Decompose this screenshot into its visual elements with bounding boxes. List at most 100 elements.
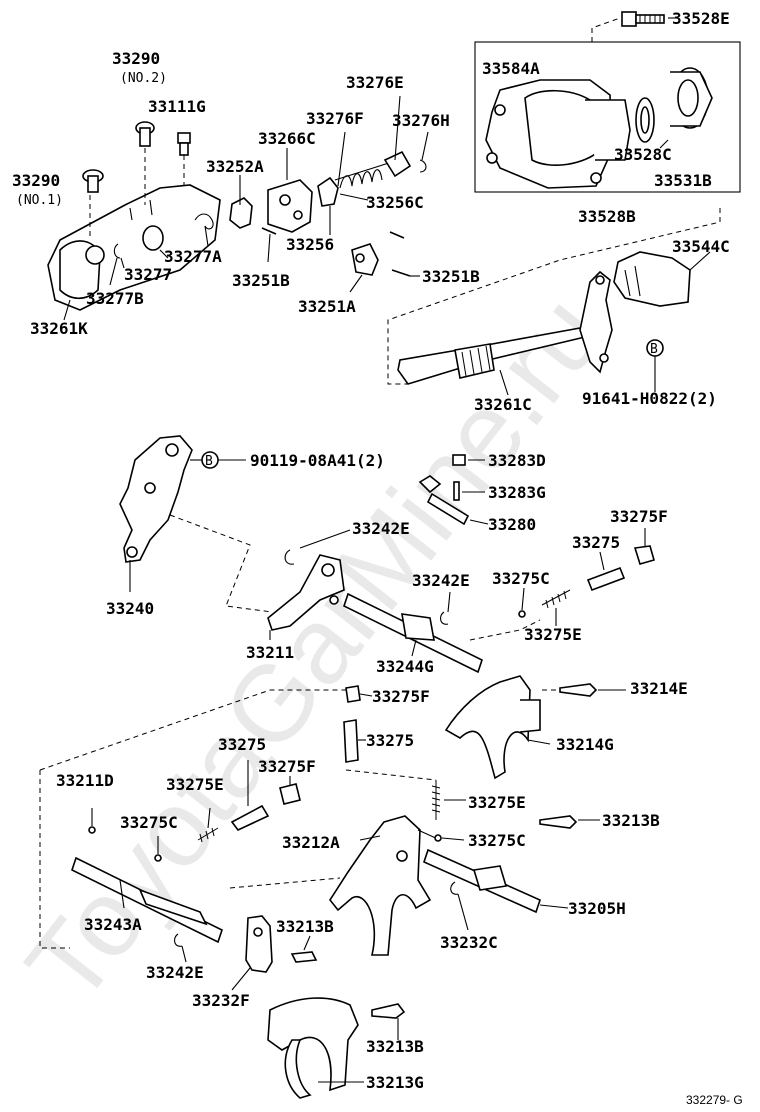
shift-head-33232f: [231, 915, 318, 991]
pin-33275-1: [586, 566, 626, 592]
label-33544c: 33544C: [672, 237, 730, 256]
lever-33251a: [351, 243, 379, 276]
bolt-33290-no2: [135, 121, 155, 147]
bolt-33528e: [621, 11, 665, 27]
label-33213b-2: 33213B: [276, 917, 334, 936]
cap-33276e: [383, 150, 412, 178]
bolt-33280: [426, 492, 470, 526]
label-33290-no2: 33290: [112, 49, 160, 68]
label-33275e-2: 33275E: [166, 775, 224, 794]
label-33277a: 33277A: [164, 247, 222, 266]
label-90119-08a41: 90119-08A41(2): [250, 451, 385, 470]
bracket-lever-33240: B: [119, 435, 273, 613]
shift-part-33256: [317, 176, 339, 207]
block-33252a: [229, 197, 253, 229]
figure-id: 332279- G: [686, 1093, 743, 1107]
fork-shaft-33243a: [39, 689, 350, 963]
bolt-hole: [494, 104, 506, 116]
pin-33275-2: [343, 719, 359, 763]
label-33276h: 33276H: [392, 111, 450, 130]
label-33275f-1: 33275F: [610, 507, 668, 526]
label-33211d: 33211D: [56, 771, 114, 790]
plug-33275f-3: [279, 783, 301, 805]
label-33214g: 33214G: [556, 735, 614, 754]
bolt-33214e: [559, 683, 598, 697]
label-33280: 33280: [488, 515, 536, 534]
label-33266c: 33266C: [258, 129, 316, 148]
label-33244g: 33244G: [376, 657, 434, 676]
ball-33275c-3: [434, 834, 442, 842]
label-33276f: 33276F: [306, 109, 364, 128]
label-33211: 33211: [246, 643, 294, 662]
label-33232f: 33232F: [192, 991, 250, 1010]
pin-33251b-2: [391, 269, 411, 277]
plug-33111g: [177, 132, 191, 156]
bolt-hole: [486, 152, 498, 164]
pin-33275-3: [230, 804, 270, 831]
bolt-33213b-2: [290, 951, 318, 963]
ball-33211d: [88, 826, 96, 834]
spring-33277a: [194, 213, 214, 230]
label-33275-3: 33275: [218, 735, 266, 754]
label-33256: 33256: [286, 235, 334, 254]
clip-33242e-2: [439, 611, 449, 625]
shift-fork-shaft-group: [267, 454, 655, 674]
plug-33275f-1: [633, 545, 655, 565]
label-33275f-2: 33275F: [372, 687, 430, 706]
label-33275f-3: 33275F: [258, 757, 316, 776]
label-33275c-3: 33275C: [468, 831, 526, 850]
label-33242e-2: 33242E: [412, 571, 470, 590]
label-33275c-2: 33275C: [120, 813, 178, 832]
plug-33277: [142, 225, 164, 251]
bearing-retainer-group: [474, 11, 741, 193]
label-33283g: 33283G: [488, 483, 546, 502]
shift-head-33266c: [267, 179, 313, 233]
shift-fork-33214g: [444, 675, 626, 780]
shift-housing-group: [47, 95, 429, 321]
label-33584a: 33584A: [482, 59, 540, 78]
bolt-hole: [590, 172, 602, 184]
shift-shaft-group: B: [387, 208, 721, 396]
label-no2: (NO.2): [120, 71, 167, 86]
spring-33276f: [339, 169, 383, 189]
label-33252a: 33252A: [206, 157, 264, 176]
label-33205h: 33205H: [568, 899, 626, 918]
label-33275c-1: 33275C: [492, 569, 550, 588]
label-33213g: 33213G: [366, 1073, 424, 1092]
clip-33276h: [419, 159, 427, 173]
label-33275e-1: 33275E: [524, 625, 582, 644]
bolt-33213b-3: [371, 1003, 406, 1019]
label-33242e-3: 33242E: [146, 963, 204, 982]
label-33528c: 33528C: [614, 145, 672, 164]
group-box: [474, 41, 741, 193]
shift-fork-33213g: [267, 997, 406, 1099]
label-33277: 33277: [124, 265, 172, 284]
label-33242e-1: 33242E: [352, 519, 410, 538]
snap-ring-33277b: [113, 243, 121, 259]
ball-33275c-1: [518, 610, 526, 618]
cover-33544c: [613, 251, 691, 307]
pin-33283g: [453, 481, 460, 501]
clip-33242e-1: [284, 549, 295, 565]
label-33212a: 33212A: [282, 833, 340, 852]
label-33261c: 33261C: [474, 395, 532, 414]
ball-33275c-2: [154, 854, 162, 862]
label-33275e-3: 33275E: [468, 793, 526, 812]
label-no1: (NO.1): [16, 193, 63, 208]
label-33256c: 33256C: [366, 193, 424, 212]
label-33531b: 33531B: [654, 171, 712, 190]
bearing-inner: [677, 79, 699, 117]
label-33251b-1: 33251B: [232, 271, 290, 290]
label-91641-h0822: 91641-H0822(2): [582, 389, 717, 408]
label-33111g: 33111G: [148, 97, 206, 116]
bolt-33290-no1: [82, 169, 104, 193]
clip-33232c: [450, 881, 459, 895]
bolt-33213b-1: [539, 815, 578, 829]
shift-arm: [579, 270, 613, 374]
label-33251a: 33251A: [298, 297, 356, 316]
plug-33283d: [452, 454, 466, 466]
label-33251b-2: 33251B: [422, 267, 480, 286]
part-labels: 33528E 33584A 33528C 33531B 33528B 33544…: [12, 9, 730, 1092]
